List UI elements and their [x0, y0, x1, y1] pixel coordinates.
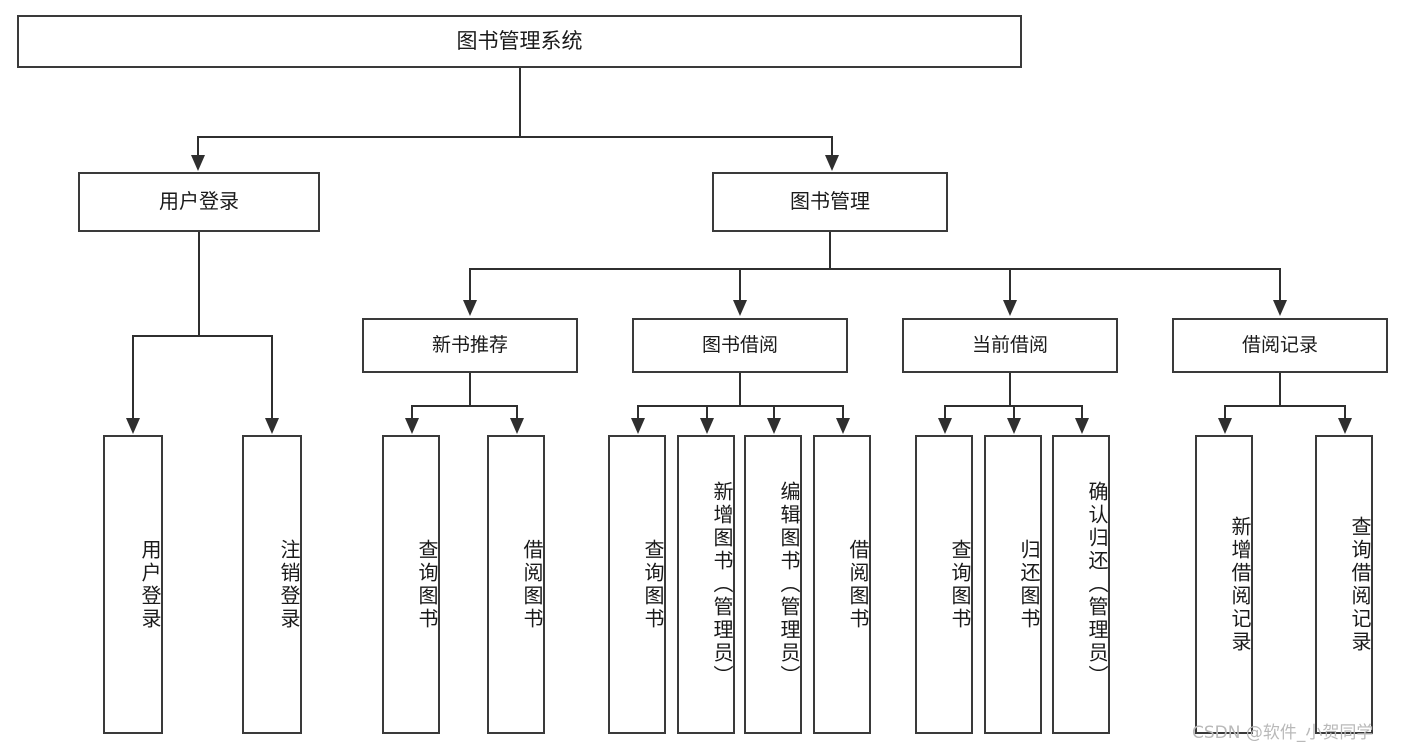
connector-new-book-recommend-stem — [469, 373, 471, 405]
arrow-leaf-query-book-3 — [938, 418, 952, 434]
node-label: 当前借阅 — [971, 334, 1048, 357]
node-label: 借阅记录 — [1241, 334, 1318, 357]
connector-to-book-borrow — [739, 268, 741, 301]
connector-nbr-drop-2 — [516, 405, 518, 419]
node-leaf-confirm-return[interactable]: 确认归还（管理员） — [1052, 435, 1110, 734]
connector-br-drop-2 — [1344, 405, 1346, 419]
arrow-to-book-borrow — [733, 300, 747, 316]
arrow-leaf-query-record — [1338, 418, 1352, 434]
node-label: 图书管理系统 — [456, 29, 583, 54]
connector-bb-drop-4 — [842, 405, 844, 419]
node-label: 新增借阅记录 — [1228, 515, 1252, 654]
connector-level3-bus — [469, 268, 1281, 270]
node-label: 查询借阅记录 — [1348, 515, 1372, 654]
connector-level2-bus — [197, 136, 833, 138]
node-book-management[interactable]: 图书管理 — [712, 172, 948, 232]
node-leaf-edit-book[interactable]: 编辑图书（管理员） — [744, 435, 802, 734]
node-label: 新书推荐 — [431, 334, 508, 357]
node-label: 用户登录 — [159, 189, 239, 214]
node-label: 借阅图书 — [520, 538, 544, 631]
arrow-leaf-query-book-1 — [405, 418, 419, 434]
node-leaf-add-record[interactable]: 新增借阅记录 — [1195, 435, 1253, 734]
node-label: 查询图书 — [948, 538, 972, 631]
node-leaf-logout[interactable]: 注销登录 — [242, 435, 302, 734]
node-label: 新增图书（管理员） — [710, 481, 734, 688]
connector-to-new-book-recommend — [469, 268, 471, 301]
connector-cb-drop-2 — [1013, 405, 1015, 419]
connector-user-login-drop-1 — [132, 335, 134, 419]
node-current-borrow[interactable]: 当前借阅 — [902, 318, 1118, 373]
arrow-to-book-management — [825, 155, 839, 171]
connector-to-user-login — [197, 136, 199, 156]
node-label: 用户登录 — [138, 538, 162, 631]
node-label: 注销登录 — [277, 538, 301, 631]
node-label: 查询图书 — [641, 538, 665, 631]
node-leaf-query-book-2[interactable]: 查询图书 — [608, 435, 666, 734]
connector-to-borrow-record — [1279, 268, 1281, 301]
node-label: 查询图书 — [415, 538, 439, 631]
arrow-leaf-edit-book — [767, 418, 781, 434]
arrow-leaf-borrow-book-1 — [510, 418, 524, 434]
connector-current-borrow-bus — [944, 405, 1081, 407]
node-leaf-user-login[interactable]: 用户登录 — [103, 435, 163, 734]
connector-cb-drop-1 — [944, 405, 946, 419]
connector-book-borrow-stem — [739, 373, 741, 405]
connector-root-stem — [519, 68, 521, 136]
node-leaf-borrow-book-2[interactable]: 借阅图书 — [813, 435, 871, 734]
connector-br-drop-1 — [1224, 405, 1226, 419]
csdn-watermark: CSDN @软件_小贺同学 — [1192, 723, 1374, 743]
arrow-to-borrow-record — [1273, 300, 1287, 316]
arrow-leaf-confirm-return — [1075, 418, 1089, 434]
connector-bb-drop-2 — [706, 405, 708, 419]
node-new-book-recommend[interactable]: 新书推荐 — [362, 318, 578, 373]
node-label: 图书借阅 — [701, 334, 778, 357]
arrow-leaf-add-record — [1218, 418, 1232, 434]
connector-user-login-drop-2 — [271, 335, 273, 419]
arrow-to-new-book-recommend — [463, 300, 477, 316]
connector-user-login-stem — [198, 232, 200, 335]
connector-nbr-drop-1 — [411, 405, 413, 419]
node-leaf-borrow-book-1[interactable]: 借阅图书 — [487, 435, 545, 734]
node-root-system[interactable]: 图书管理系统 — [17, 15, 1022, 68]
connector-user-login-bus — [132, 335, 271, 337]
node-leaf-return-book[interactable]: 归还图书 — [984, 435, 1042, 734]
connector-borrow-record-stem — [1279, 373, 1281, 405]
arrow-leaf-query-book-2 — [631, 418, 645, 434]
connector-bb-drop-1 — [637, 405, 639, 419]
node-label: 确认归还（管理员） — [1085, 481, 1109, 688]
connector-cb-drop-3 — [1081, 405, 1083, 419]
connector-book-borrow-bus — [637, 405, 842, 407]
arrow-to-current-borrow — [1003, 300, 1017, 316]
node-label: 借阅图书 — [846, 538, 870, 631]
connector-bb-drop-3 — [773, 405, 775, 419]
node-leaf-query-book-1[interactable]: 查询图书 — [382, 435, 440, 734]
arrow-leaf-add-book — [700, 418, 714, 434]
node-leaf-add-book[interactable]: 新增图书（管理员） — [677, 435, 735, 734]
node-user-login[interactable]: 用户登录 — [78, 172, 320, 232]
arrow-leaf-logout — [265, 418, 279, 434]
connector-to-current-borrow — [1009, 268, 1011, 301]
connector-current-borrow-stem — [1009, 373, 1011, 405]
arrow-leaf-user-login — [126, 418, 140, 434]
arrow-to-user-login — [191, 155, 205, 171]
node-book-borrow[interactable]: 图书借阅 — [632, 318, 848, 373]
node-label: 图书管理 — [790, 189, 870, 214]
connector-new-book-recommend-bus — [411, 405, 516, 407]
connector-book-management-stem — [829, 232, 831, 268]
node-label: 编辑图书（管理员） — [777, 481, 801, 688]
connector-to-book-management — [831, 136, 833, 156]
node-leaf-query-book-3[interactable]: 查询图书 — [915, 435, 973, 734]
arrow-leaf-return-book — [1007, 418, 1021, 434]
node-leaf-query-record[interactable]: 查询借阅记录 — [1315, 435, 1373, 734]
connector-borrow-record-bus — [1224, 405, 1344, 407]
node-borrow-record[interactable]: 借阅记录 — [1172, 318, 1388, 373]
node-label: 归还图书 — [1017, 538, 1041, 631]
arrow-leaf-borrow-book-2 — [836, 418, 850, 434]
